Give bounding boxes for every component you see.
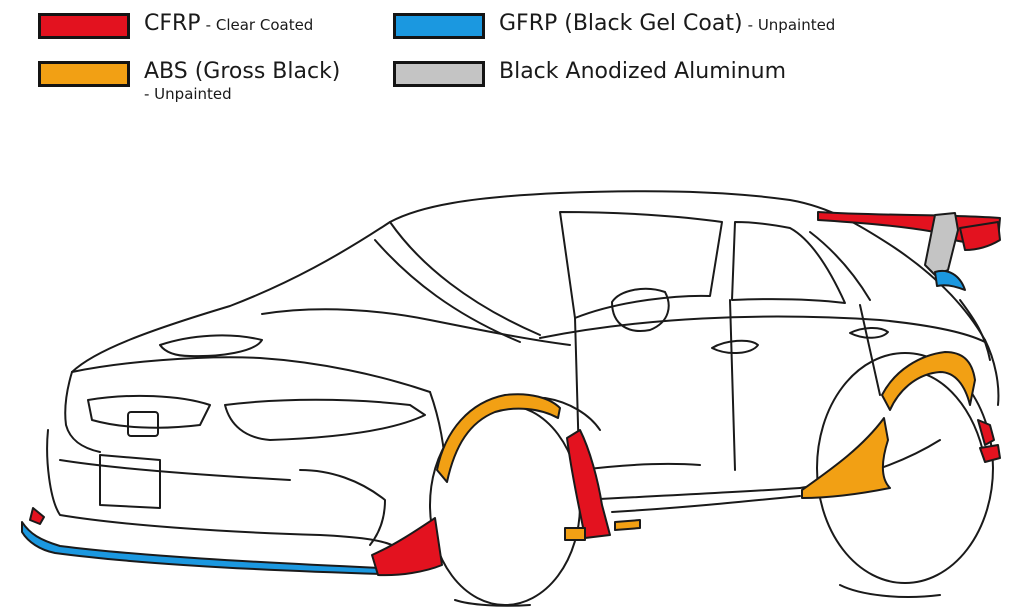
rear-side-diffuser-abs [801,417,891,499]
legend-swatch-aluminum [393,61,485,87]
legend-swatch-gfrp [393,13,485,39]
side-skirt-abs [564,519,641,541]
legend-item-gfrp: GFRP (Black Gel Coat) - Unpainted [393,13,835,39]
legend-swatch-abs [38,61,130,87]
legend-label-cfrp: CFRP [144,11,201,36]
rear-lip-gfrp [934,270,966,291]
rear-fender-flare-abs [881,351,976,411]
front-fender-flare-abs [436,393,561,483]
legend-item-abs: ABS (Gross Black) - Unpainted [38,61,340,102]
legend-label-abs: ABS (Gross Black) [144,59,341,84]
legend-note-gfrp: - Unpainted [747,16,836,34]
legend-label-gfrp: GFRP (Black Gel Coat) [499,11,743,36]
rear-canards-cfrp [977,419,1001,463]
legend-swatch-cfrp [38,13,130,39]
legend-label-aluminum: Black Anodized Aluminum [499,59,787,84]
rear-wing-cfrp [817,211,1001,251]
wheels [429,352,994,607]
legend-note-abs: - Unpainted [144,85,232,103]
legend-item-cfrp: CFRP - Clear Coated [38,13,313,39]
front-fender-fin-cfrp [566,429,611,539]
wing-stand-aluminum [924,212,959,276]
legend-item-aluminum: Black Anodized Aluminum [393,61,786,87]
front-canards-cfrp [29,507,443,577]
legend-note-cfrp: - Clear Coated [205,16,314,34]
